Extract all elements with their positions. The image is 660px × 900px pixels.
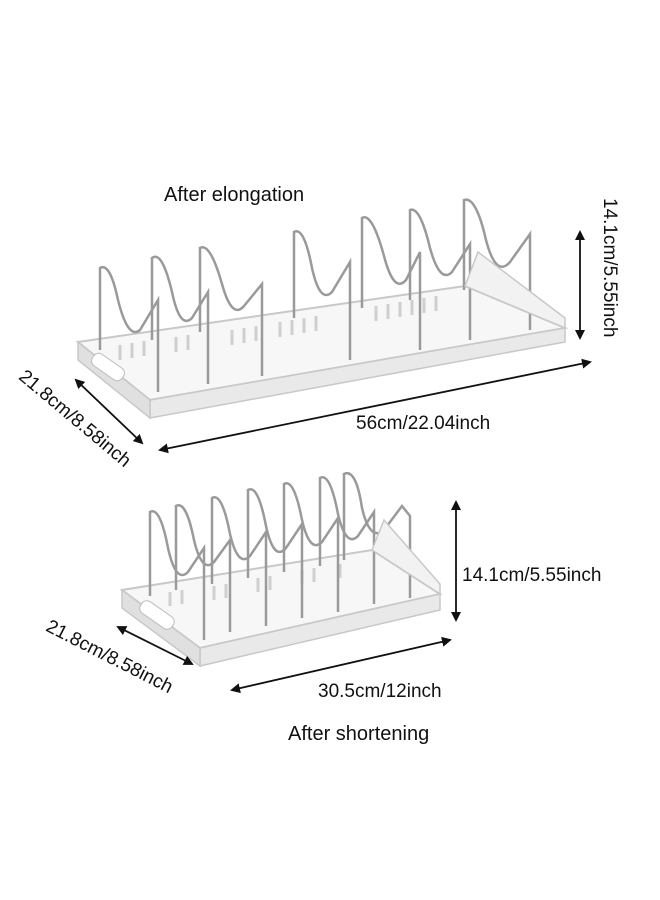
- elongated-rack-illustration: [75, 198, 569, 420]
- length-label-top: 56cm/22.04inch: [356, 413, 491, 434]
- depth-arrow-top: [74, 378, 144, 445]
- elongation-heading: After elongation: [164, 184, 305, 206]
- depth-arrow-bottom: [116, 626, 194, 665]
- height-label-top: 14.1cm/5.55inch: [599, 198, 620, 338]
- shortened-rack-illustration: [119, 472, 443, 668]
- length-label-bottom: 30.5cm/12inch: [318, 681, 442, 702]
- height-label-bottom: 14.1cm/5.55inch: [462, 565, 602, 586]
- shortening-heading: After shortening: [288, 723, 430, 745]
- length-arrow-bottom: [230, 636, 452, 694]
- length-arrow-top: [158, 358, 592, 454]
